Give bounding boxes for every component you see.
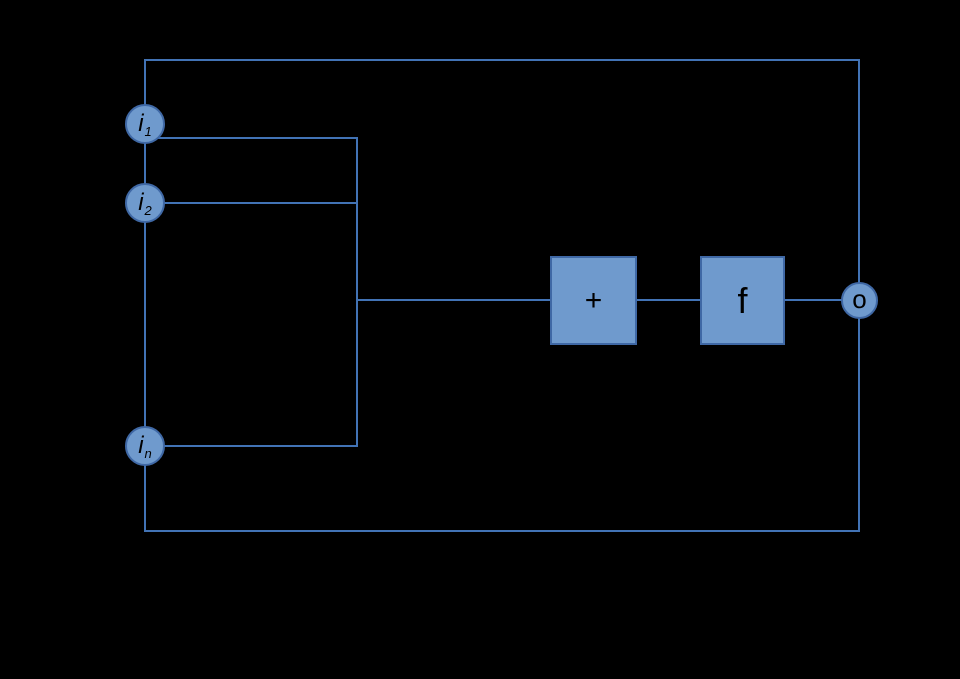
input-i1-subscript: 1 (144, 123, 152, 139)
input-i2-subscript: 2 (144, 202, 152, 218)
wire-function-to-output (784, 299, 842, 301)
wire-input2-to-collector (150, 202, 358, 204)
input-label-in: i n (138, 432, 152, 461)
input-in-base: i (138, 432, 144, 459)
input-i1-base: i (138, 110, 144, 137)
input-label-i1: i 1 (138, 110, 152, 139)
input-i2-base: i (138, 189, 144, 216)
output-label: o (852, 283, 867, 314)
wire-inputn-to-collector (150, 445, 358, 447)
activation-function-label: f (737, 279, 748, 321)
input-label-i2: i 2 (138, 189, 152, 218)
activation-function-box: f (700, 256, 785, 345)
wire-collector-to-sum (356, 299, 552, 301)
output-node: o (841, 282, 878, 319)
sum-label: + (584, 283, 603, 317)
collector-wire (356, 137, 358, 447)
sum-box: + (550, 256, 637, 345)
input-node-i1: i 1 (125, 104, 165, 144)
input-node-in: i n (125, 426, 165, 466)
wire-sum-to-function (636, 299, 701, 301)
input-in-subscript: n (144, 445, 152, 461)
input-node-i2: i 2 (125, 183, 165, 223)
wire-input1-to-collector (150, 137, 358, 139)
